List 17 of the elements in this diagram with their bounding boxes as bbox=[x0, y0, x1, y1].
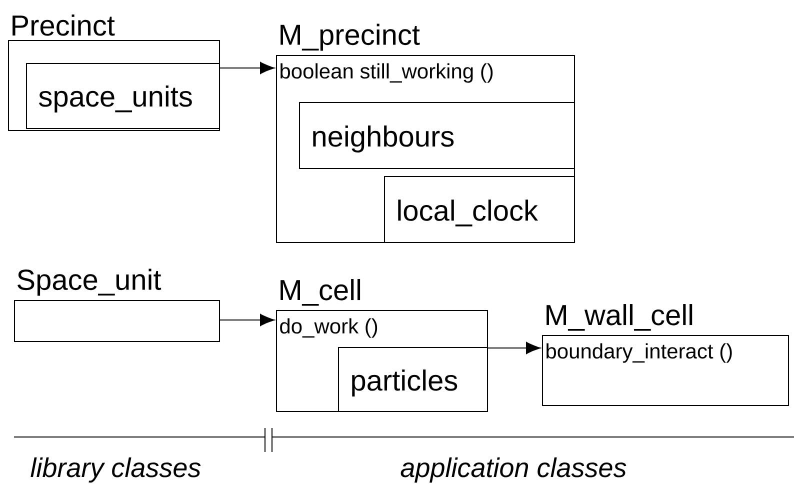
section-label: library classes bbox=[30, 457, 201, 483]
attribute-name: space_units bbox=[39, 85, 192, 113]
attribute-name: local_clock bbox=[398, 200, 538, 226]
class-name: M_precinct bbox=[280, 24, 420, 51]
attribute-name: neighbours bbox=[313, 125, 454, 153]
section-label: application classes bbox=[400, 457, 626, 483]
method-name: boundary_interact () bbox=[546, 343, 732, 363]
arrow bbox=[220, 314, 275, 326]
arrow bbox=[488, 342, 541, 354]
class-name: Space_unit bbox=[18, 268, 162, 296]
class-name: M_cell bbox=[280, 279, 360, 306]
arrow bbox=[220, 62, 275, 74]
attribute-name: particles bbox=[352, 370, 458, 397]
method-name: do_work () bbox=[280, 318, 378, 338]
method-name: boolean still_working () bbox=[280, 63, 493, 83]
class-name: M_wall_cell bbox=[546, 304, 692, 331]
class-name: Precinct bbox=[12, 14, 115, 36]
